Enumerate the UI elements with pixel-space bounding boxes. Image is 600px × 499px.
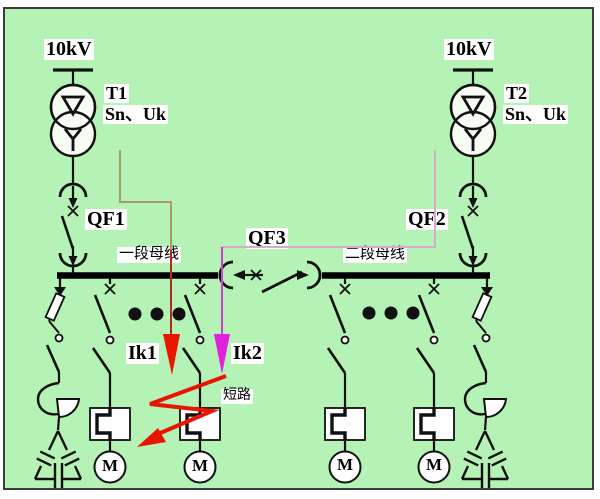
more-feeders-dots-right (362, 306, 420, 320)
source-right-label: 10kV (444, 38, 494, 60)
transformer-t2-rating: Sn、Uk (503, 104, 569, 124)
breaker-qf1-label: QF1 (85, 208, 127, 230)
short-circuit-label: 短路 (221, 388, 253, 404)
source-left-label: 10kV (44, 38, 94, 60)
transformer-t2-name: T2 (504, 83, 530, 103)
bus-section2-label: 二段母线 (343, 246, 408, 263)
breaker-qf2-symbol (458, 182, 488, 275)
motor-feeder-3 (323, 276, 367, 485)
breaker-qf2-label: QF2 (406, 208, 448, 230)
motor-1-letter: M (101, 456, 119, 476)
motor-3-letter: M (336, 455, 354, 475)
capacitor-feeder-right (460, 276, 510, 490)
capacitor-feeder-left (33, 276, 83, 490)
transformer-t1-rating: Sn、Uk (103, 104, 169, 124)
breaker-qf3-label: QF3 (246, 227, 288, 249)
motor-4-letter: M (425, 455, 443, 475)
breaker-qf1-symbol (58, 182, 88, 275)
motor-2-letter: M (191, 456, 209, 476)
transformer-t1-name: T1 (104, 83, 130, 103)
motor-feeder-2 (178, 276, 222, 485)
transformer-t1-symbol (49, 68, 97, 185)
ik2-label: Ik2 (231, 342, 264, 364)
ik1-label: Ik1 (126, 342, 159, 364)
bus-tie-qf3-symbol (218, 260, 322, 294)
motor-feeder-1 (88, 276, 132, 485)
bus-section1-label: 一段母线 (117, 246, 182, 263)
more-feeders-dots-left (128, 307, 186, 321)
transformer-t2-symbol (449, 68, 497, 185)
motor-feeder-4 (412, 276, 456, 485)
